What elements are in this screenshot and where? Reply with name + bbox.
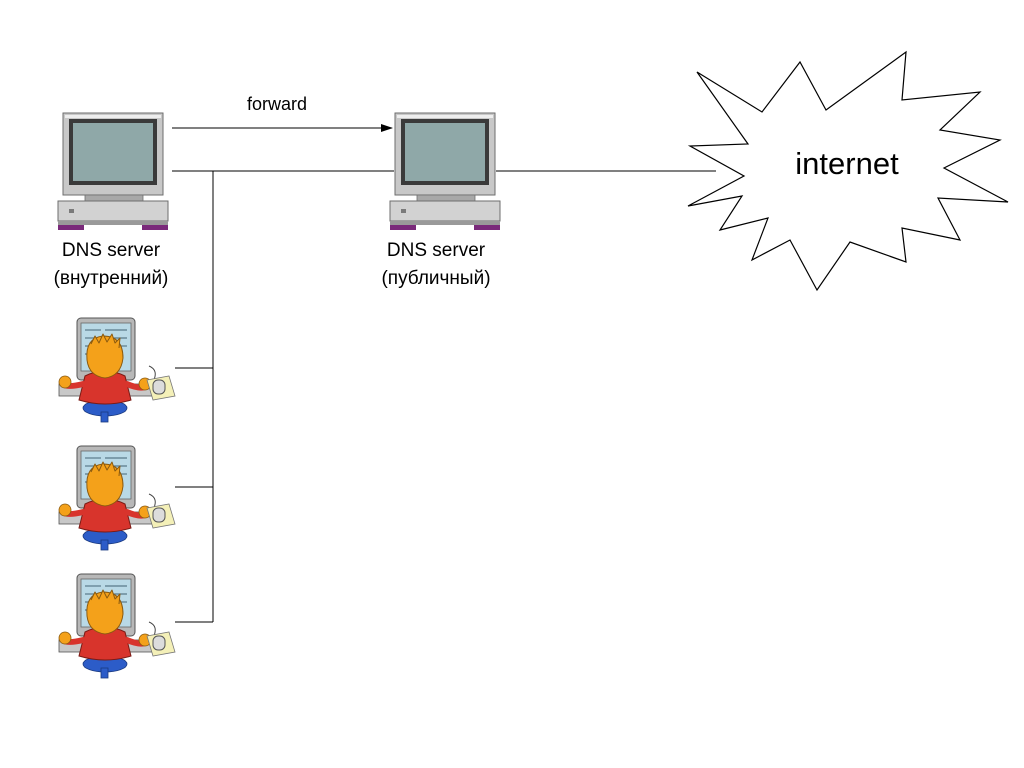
internet-starburst-shape	[687, 50, 1009, 292]
internet-label: internet	[795, 146, 899, 181]
internal-server-label-line2: (внутренний)	[54, 268, 169, 289]
internal-dns-server: DNS server (внутренний)	[54, 112, 169, 289]
client-1-icon	[59, 318, 175, 422]
client-workstation	[59, 446, 175, 550]
public-server-label-line2: (публичный)	[381, 268, 490, 289]
public-dns-server: DNS server (публичный)	[381, 112, 501, 289]
connection-lines	[172, 170, 716, 623]
client-workstation	[59, 574, 175, 678]
client-workstation	[59, 318, 175, 422]
client-2-icon	[59, 446, 175, 550]
forward-label: forward	[247, 94, 307, 114]
internet-cloud: internet	[687, 50, 1009, 292]
public-server-icon	[389, 112, 501, 231]
public-server-label-line1: DNS server	[387, 240, 486, 261]
client-3-icon	[59, 574, 175, 678]
internal-server-icon	[57, 112, 169, 231]
internal-server-label-line1: DNS server	[62, 240, 161, 261]
